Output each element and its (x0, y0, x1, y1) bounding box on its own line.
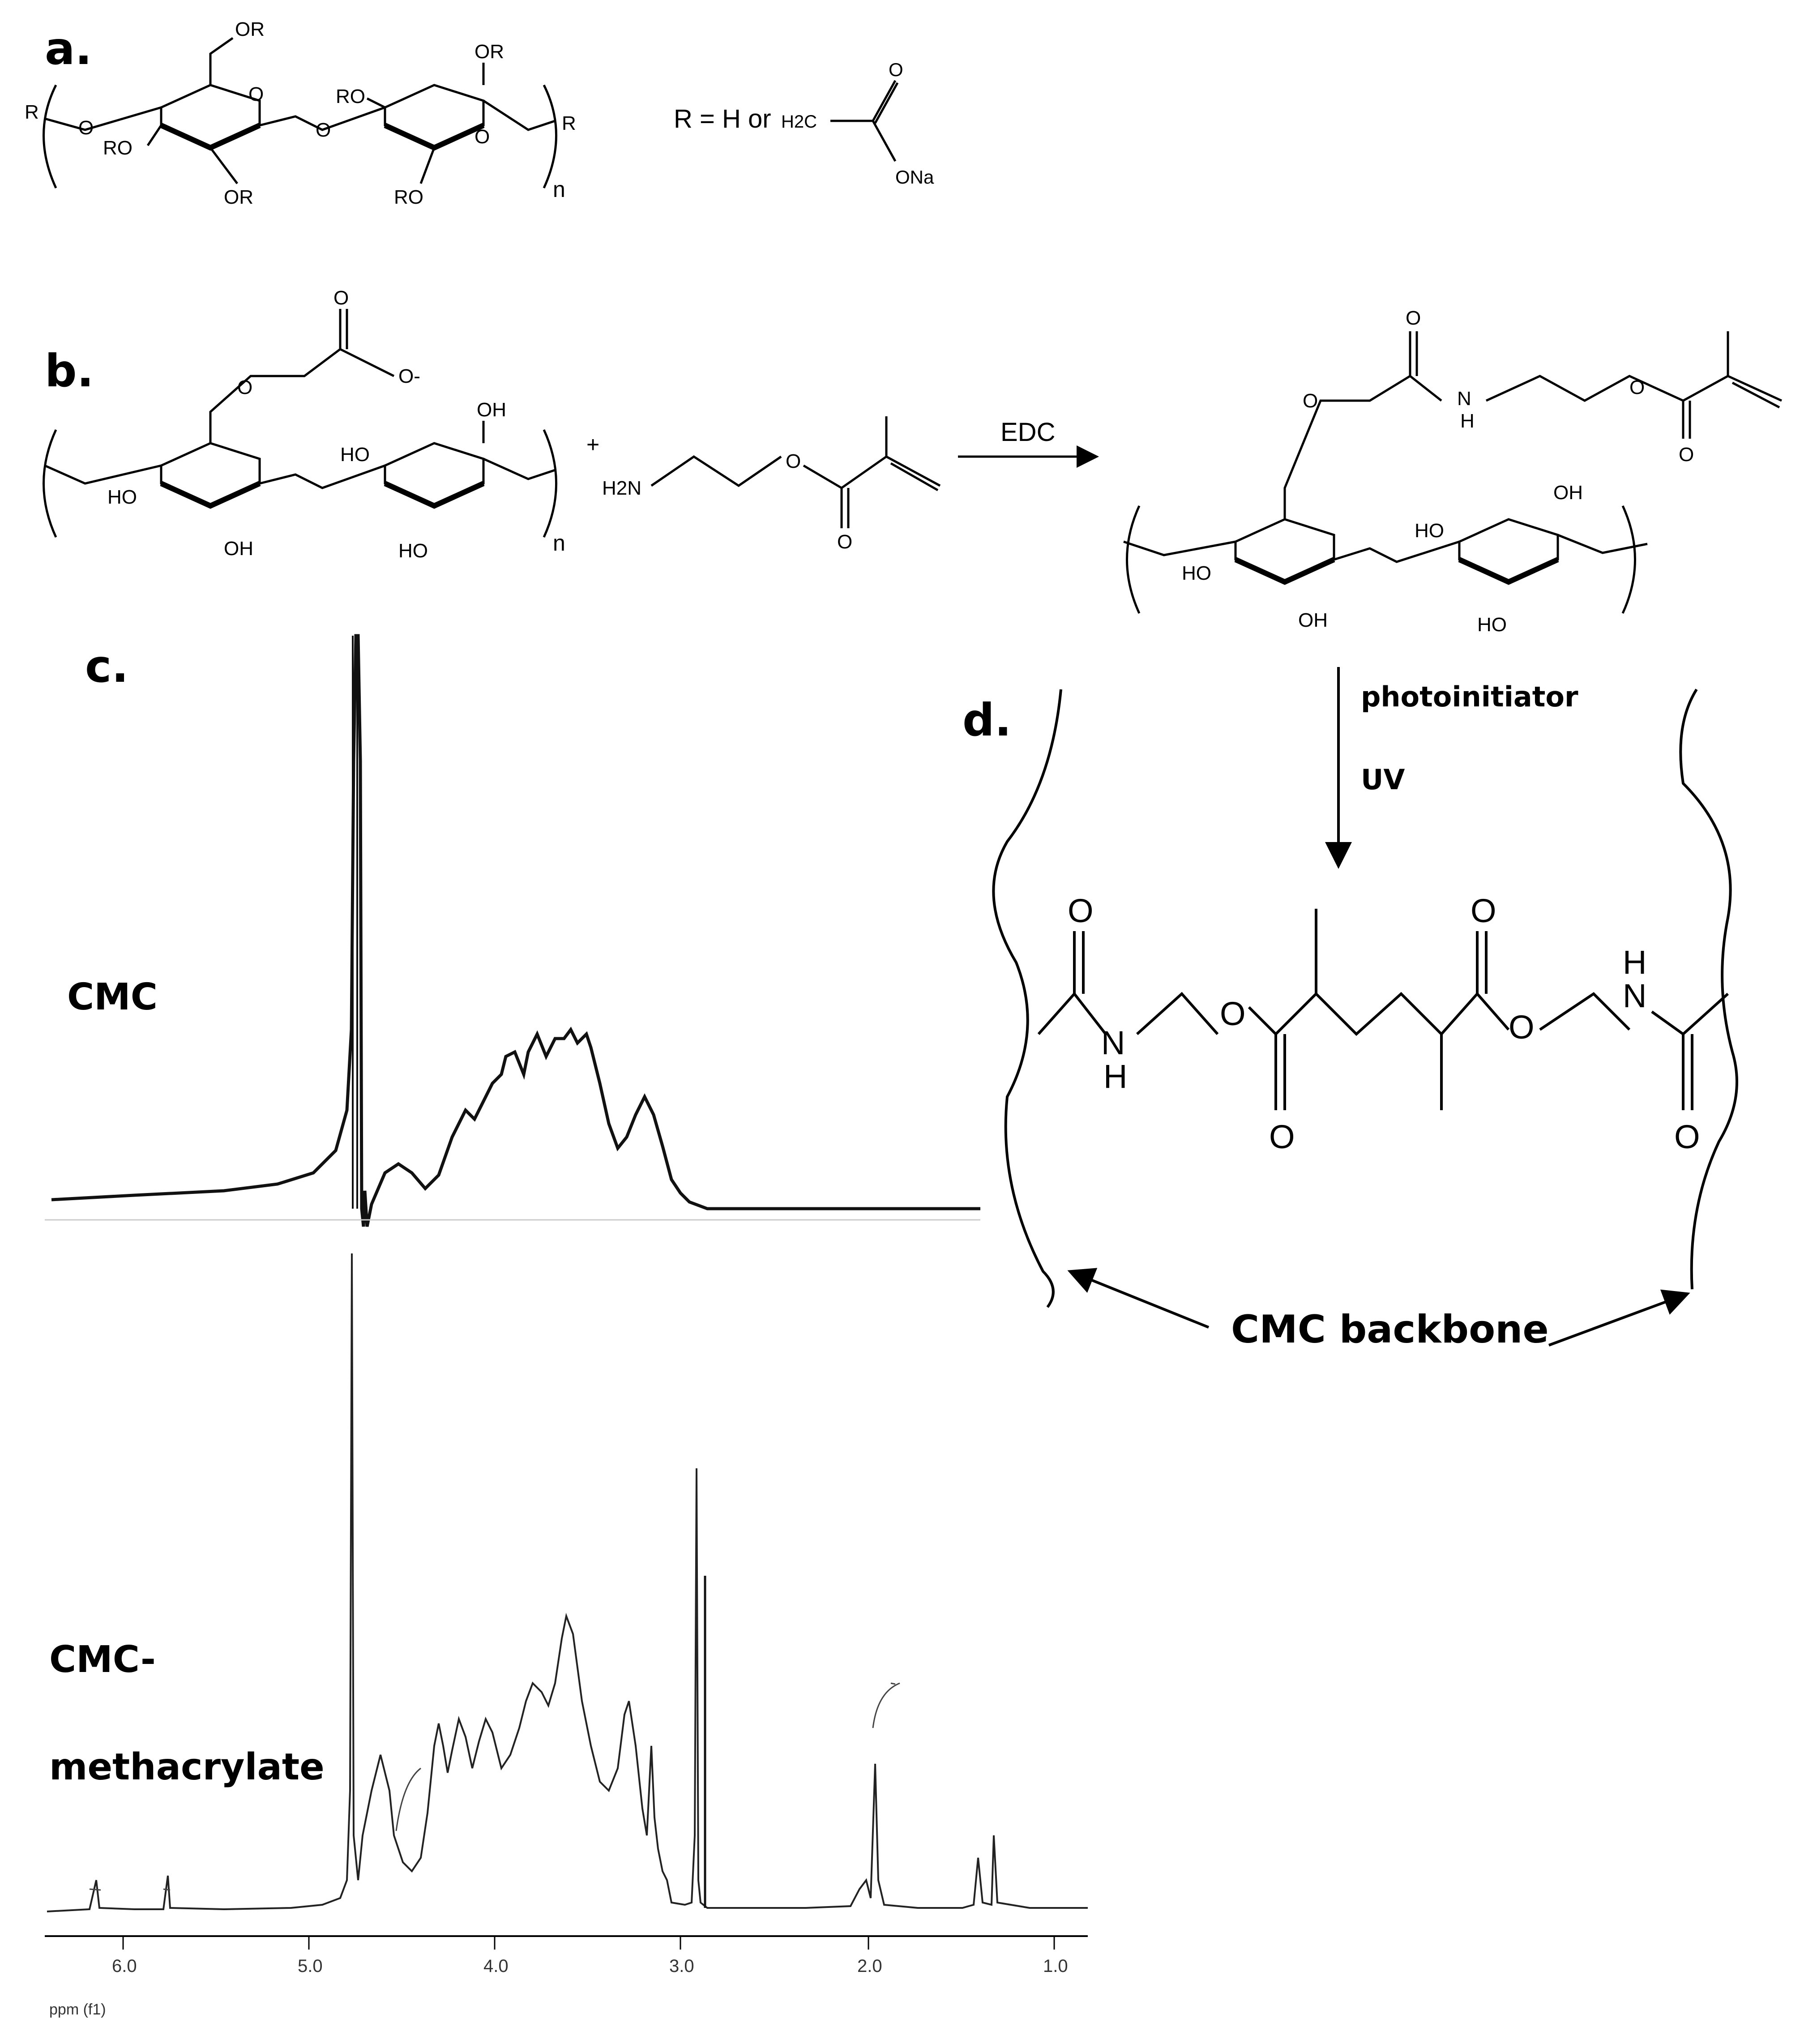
b-atom-ho-ring2: HO (340, 444, 370, 466)
p-atom-o-ester: O (1629, 376, 1645, 398)
panel-d-label: d. (962, 694, 1012, 746)
ring-1-wedge (160, 123, 261, 151)
b-atom-o-ether: O (237, 376, 252, 398)
right-backbone-arrow (1548, 1289, 1690, 1347)
p-atom-o-ether: O (1303, 390, 1318, 412)
panel-b-label: b. (45, 345, 94, 397)
d-atom-n-2: N (1623, 977, 1646, 1014)
subscript-n: n (553, 177, 565, 202)
atom-o-carbonyl: O (889, 59, 903, 80)
ring2-ro-top-bond (366, 97, 386, 109)
b-atom-oh-ring2: OH (477, 399, 506, 421)
b-atom-ho-left: HO (107, 486, 137, 508)
atom-ona: ONa (895, 167, 934, 188)
right-r-bond (483, 99, 556, 131)
tick-3: 3.0 (669, 1956, 694, 1976)
ring-1 (160, 84, 261, 149)
p-atom-ho-ring2-bottom: HO (1477, 614, 1507, 636)
c2-or-bond (209, 147, 238, 184)
ring1-ro-bond (146, 124, 162, 146)
cmc-reactant (43, 309, 557, 538)
crosslink-structure (1037, 909, 1729, 1110)
ring2-ro-bond (419, 147, 436, 184)
cmc-backbone-label: CMC backbone (1231, 1307, 1549, 1352)
atom-or-bottom: OR (224, 186, 253, 208)
tick-5: 5.0 (298, 1956, 323, 1976)
axis-unit: ppm (f1) (49, 2001, 106, 2018)
r-definition-text: R = H or (674, 104, 771, 133)
atom-o-ester-carbonyl: O (837, 531, 852, 553)
p-atom-oh-bottom: OH (1298, 609, 1328, 631)
p-atom-n: N (1457, 388, 1471, 410)
b-atom-o-top: O (333, 287, 349, 309)
b-atom-oh-bottom: OH (224, 538, 253, 560)
b-left-paren (43, 429, 57, 538)
p-atom-ho-ring2: HO (1415, 520, 1444, 542)
left-backbone-arrow (1067, 1268, 1210, 1329)
panel-a-label: a. (45, 22, 92, 75)
uv-label: UV (1361, 763, 1405, 796)
p-atom-h: H (1460, 410, 1475, 432)
p-atom-o-ester-carbonyl: O (1679, 444, 1694, 466)
atom-ro-ring2-top: RO (336, 86, 365, 107)
atom-or-ring2-top: OR (475, 41, 504, 63)
photoinitiator-label: photoinitiator (1361, 680, 1578, 713)
atom-ro-ring2-bottom: RO (394, 186, 423, 208)
d-atom-h-2: H (1623, 944, 1646, 981)
atom-ring-o-1: O (248, 83, 264, 105)
d-atom-o-5: O (1509, 1009, 1535, 1046)
p-atom-ho-left: HO (1182, 562, 1211, 584)
d-atom-h-1: H (1103, 1058, 1127, 1095)
glycosidic-bond (259, 106, 385, 131)
cmc-structure (43, 37, 557, 189)
ring-2 (384, 84, 485, 149)
b-atom-ho-ring2-bottom: HO (398, 540, 428, 562)
atom-o-left: O (78, 117, 94, 139)
atom-h2n: H2N (602, 477, 641, 499)
atom-o-glycosidic: O (316, 119, 331, 141)
d-atom-n-1: N (1101, 1024, 1125, 1061)
atom-ro-left: RO (103, 137, 133, 159)
cmc-spectrum-label: CMC (67, 976, 158, 1018)
b-atom-o-minus: O- (398, 365, 420, 387)
d-atom-o-4: O (1471, 892, 1496, 929)
atom-ring-o-2: O (475, 126, 490, 148)
atom-r-left: R (25, 101, 39, 123)
d-atom-o-6: O (1674, 1118, 1700, 1155)
edc-label: EDC (1000, 418, 1055, 447)
b-subscript-n: n (553, 530, 565, 556)
cmc-methacrylate-label-line2: methacrylate (49, 1746, 325, 1788)
tick-2: 2.0 (857, 1956, 882, 1976)
d-atom-o-1: O (1068, 892, 1094, 929)
atom-r-right: R (562, 112, 576, 134)
left-backbone (992, 689, 1062, 1308)
left-o-bond (44, 106, 162, 131)
b-plus: + (586, 432, 599, 457)
atom-or-top: OR (235, 18, 265, 40)
right-paren (543, 84, 557, 189)
d-atom-o-2: O (1220, 995, 1246, 1032)
cmc-methacrylate-nmr-spectrum (47, 1253, 1088, 1912)
carboxylate-bonds (830, 80, 899, 162)
cmc-methacrylate-product (1123, 331, 1783, 614)
tick-4: 4.0 (483, 1956, 509, 1976)
panel-c-label: c. (85, 640, 129, 693)
ring-2-wedge (384, 123, 485, 151)
p-atom-oh-ring2: OH (1553, 482, 1583, 504)
atom-o-ester: O (786, 450, 801, 472)
ppm-axis (45, 1935, 1088, 1950)
tick-1: 1.0 (1043, 1956, 1068, 1976)
ch2or-bond (209, 37, 234, 85)
right-backbone (1679, 688, 1738, 1290)
h2c-text: H2C (781, 112, 817, 132)
left-paren (43, 84, 57, 189)
p-atom-o-amide: O (1406, 307, 1421, 329)
cmc-methacrylate-label-line1: CMC- (49, 1638, 156, 1681)
cmc-nmr-spectrum (45, 634, 980, 1227)
tick-6: 6.0 (112, 1956, 137, 1976)
d-atom-o-3: O (1269, 1118, 1295, 1155)
aminoethyl-methacrylate: H2N O O (602, 416, 941, 553)
